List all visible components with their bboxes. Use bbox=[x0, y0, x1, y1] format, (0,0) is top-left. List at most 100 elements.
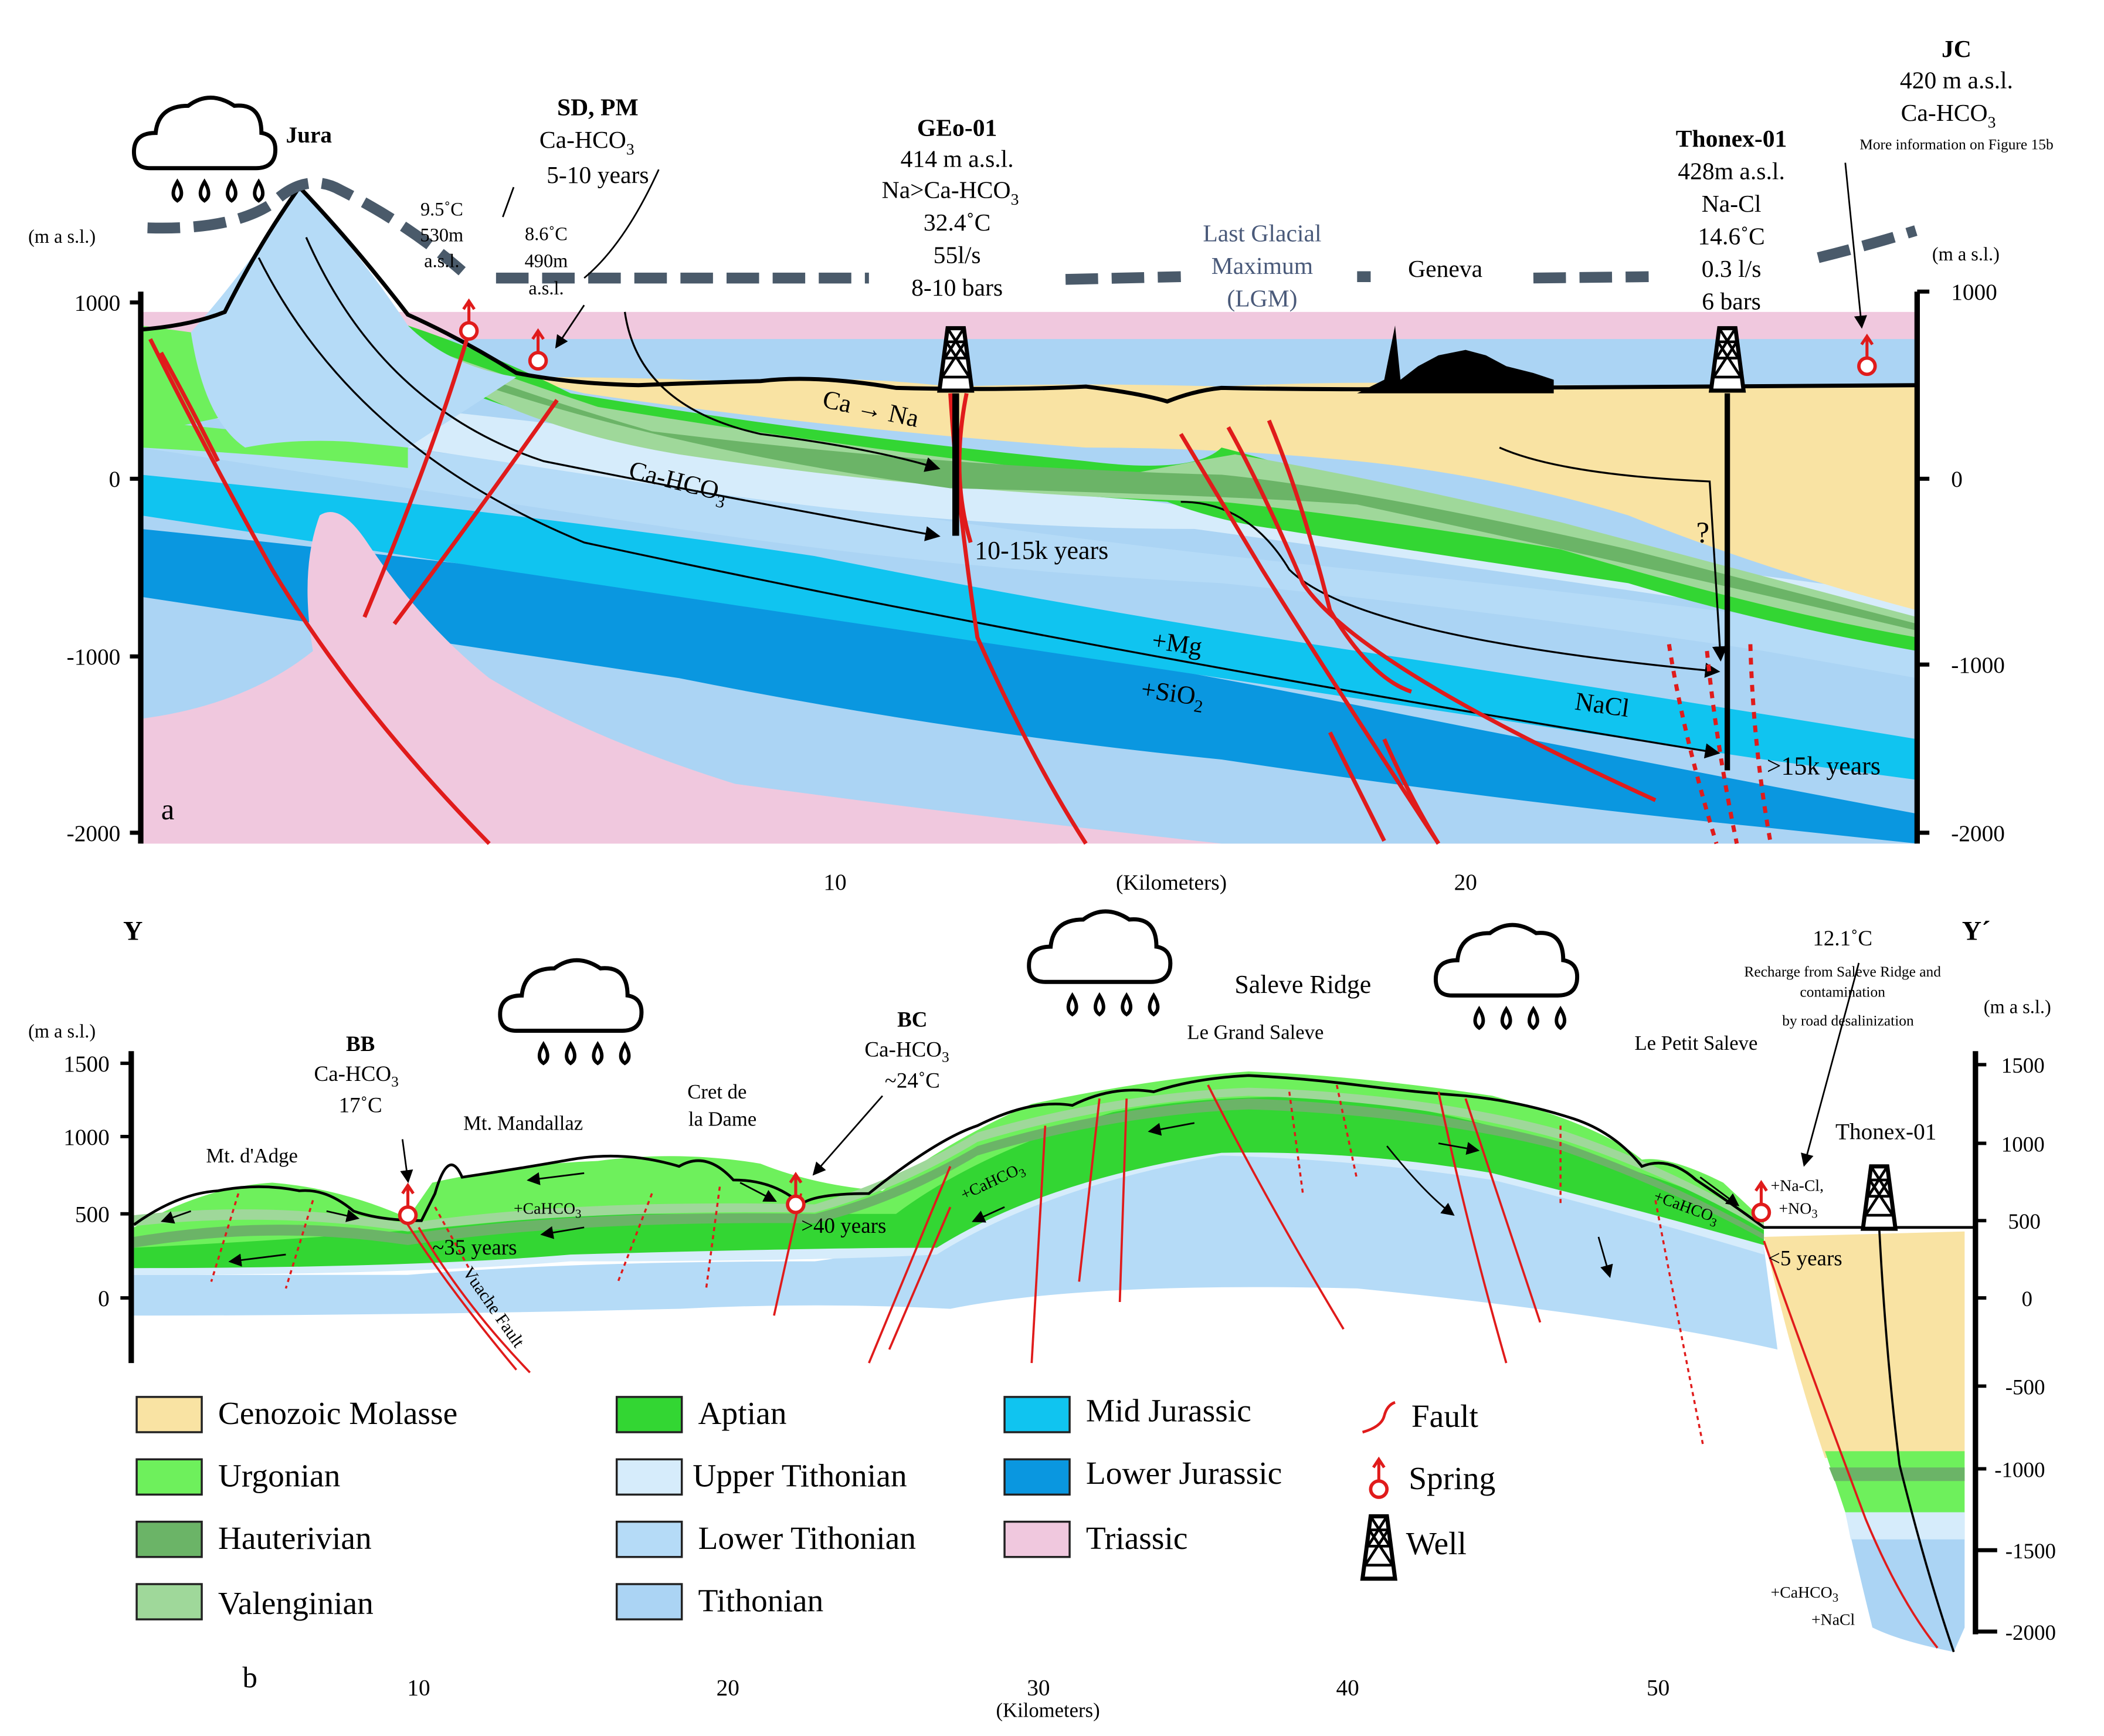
panel-a: (m a s.l.) (m a s.l.) 1000 0 -1000 -2000… bbox=[28, 36, 2054, 895]
y-right-marker: Y´ bbox=[1962, 917, 1991, 947]
geo01-flow: 55l/s bbox=[934, 242, 981, 269]
geneva-label: Geneva bbox=[1408, 256, 1482, 283]
thonex01-label-b: Thonex-01 bbox=[1835, 1119, 1936, 1145]
y-tick-left-b-0: 1500 bbox=[63, 1051, 110, 1077]
spring2-temp: 8.6˚C bbox=[525, 223, 568, 245]
svg-text:Fault: Fault bbox=[1411, 1399, 1479, 1435]
y-unit-left-a: (m a s.l.) bbox=[28, 226, 96, 247]
recharge-line-2: contamination bbox=[1800, 984, 1885, 1001]
y-tick-right-a-1: 0 bbox=[1951, 466, 1963, 492]
mg-label: +Mg bbox=[1150, 626, 1204, 661]
legend-item-hauterivian: Hauterivian bbox=[135, 1521, 372, 1558]
ca-na-label: Ca → Na bbox=[820, 385, 921, 433]
age-5-label: <5 years bbox=[1768, 1247, 1842, 1271]
svg-text:Urgonian: Urgonian bbox=[218, 1459, 341, 1494]
petit-saleve-label: Le Petit Saleve bbox=[1634, 1032, 1757, 1055]
y-tick-left-a-2: -1000 bbox=[67, 644, 121, 670]
rain-cloud-icon-b1 bbox=[500, 960, 642, 1063]
legend-item-upper-tithonian: Upper Tithonian bbox=[615, 1459, 907, 1496]
geo01-temp: 32.4˚C bbox=[924, 209, 990, 236]
y-tick-right-b-3: 0 bbox=[2021, 1287, 2032, 1311]
svg-text:Well: Well bbox=[1406, 1526, 1467, 1562]
thonex01-elev: 428m a.s.l. bbox=[1678, 158, 1785, 185]
legend-item-urgonian: Urgonian bbox=[135, 1459, 341, 1496]
jc-title: JC bbox=[1942, 36, 1971, 63]
y-tick-right-b-2: 500 bbox=[2008, 1210, 2041, 1234]
layer-urgonian-a2 bbox=[141, 420, 408, 468]
x-tick-a-10: 10 bbox=[823, 869, 846, 895]
bb-title: BB bbox=[346, 1032, 375, 1056]
layer-triassic-core bbox=[141, 511, 1059, 844]
svg-text:Triassic: Triassic bbox=[1086, 1521, 1188, 1557]
callout-spring2 bbox=[555, 304, 585, 349]
rain-cloud-icon-b2 bbox=[1029, 911, 1170, 1015]
age-15k-label: >15k years bbox=[1767, 751, 1881, 780]
bc-temp: ~24˚C bbox=[885, 1069, 940, 1093]
lgm-line bbox=[147, 177, 1918, 285]
y-tick-right-a-0: 1000 bbox=[1951, 279, 1997, 305]
layer-molasse-a bbox=[516, 377, 1918, 611]
panel-letter-a: a bbox=[161, 794, 175, 826]
y-tick-right-b-6: -1500 bbox=[2005, 1540, 2056, 1564]
lgm-label-2: Maximum bbox=[1212, 253, 1313, 280]
faults-b bbox=[404, 1084, 1939, 1649]
layer-urgonian-b2 bbox=[1825, 1451, 1965, 1513]
svg-text:Lower Jurassic: Lower Jurassic bbox=[1086, 1456, 1282, 1491]
thonex01-flow: 0.3 l/s bbox=[1702, 256, 1762, 283]
legend-item-lower-jurassic: Lower Jurassic bbox=[1003, 1456, 1282, 1496]
question-mark: ? bbox=[1696, 517, 1709, 550]
spring-icon-bb bbox=[400, 1185, 416, 1223]
flow-path-4 bbox=[1180, 501, 1720, 678]
legend: Cenozoic Molasse Urgonian Hauterivian Va… bbox=[135, 1393, 1495, 1622]
rain-cloud-icon-a bbox=[134, 98, 275, 201]
thonex01-chem: Na-Cl bbox=[1702, 191, 1762, 218]
flow-arrows-b bbox=[161, 962, 1860, 1279]
well-icon-legend bbox=[1363, 1516, 1396, 1578]
spring2-asl: a.s.l. bbox=[528, 278, 564, 299]
y-tick-left-b-3: 0 bbox=[98, 1286, 110, 1311]
legend-item-lower-tithonian: Lower Tithonian bbox=[615, 1521, 916, 1558]
layer-upper-tithonian-a bbox=[141, 379, 1918, 638]
mt-mandallaz-label: Mt. Mandallaz bbox=[463, 1111, 583, 1134]
geo01-well-icon bbox=[939, 328, 972, 391]
y-tick-right-a-3: -2000 bbox=[1951, 820, 2005, 846]
deep-nacl-label: +NaCl bbox=[1811, 1610, 1855, 1629]
legend-item-fault: Fault bbox=[1362, 1399, 1479, 1435]
saleve-ridge-label: Saleve Ridge bbox=[1234, 970, 1371, 999]
x-axis-label-a: (Kilometers) bbox=[1116, 871, 1227, 895]
layer-mid-jurassic-a bbox=[141, 474, 1918, 780]
x-tick-b-40: 40 bbox=[1336, 1675, 1359, 1701]
jc-note: More information on Figure 15b bbox=[1859, 135, 2053, 152]
grand-saleve-label: Le Grand Saleve bbox=[1187, 1020, 1324, 1043]
layer-upper-tithonian-b2 bbox=[1845, 1512, 1965, 1540]
faults-a bbox=[148, 331, 1657, 845]
y-unit-right-a: (m a s.l.) bbox=[1932, 244, 2000, 265]
y-tick-left-a-0: 1000 bbox=[74, 290, 121, 316]
layer-tithonian-b bbox=[134, 1149, 1778, 1350]
svg-text:Cenozoic Molasse: Cenozoic Molasse bbox=[218, 1396, 457, 1432]
geneva-skyline bbox=[1357, 326, 1554, 394]
y-tick-right-b-4: -500 bbox=[2005, 1375, 2045, 1399]
layer-urgonian-b bbox=[134, 1071, 1764, 1248]
legend-item-aptian: Aptian bbox=[615, 1396, 787, 1433]
thonex01-pressure: 6 bars bbox=[1702, 288, 1761, 315]
sdpm-chem: Ca-HCO3 bbox=[539, 127, 634, 159]
thonex01-temp: 14.6˚C bbox=[1698, 223, 1764, 250]
jura-fold bbox=[191, 189, 517, 448]
spring1-temp: 9.5˚C bbox=[420, 199, 463, 221]
bb-chem: Ca-HCO3 bbox=[314, 1062, 399, 1090]
flow-path-3 bbox=[623, 311, 941, 472]
y-left-marker: Y bbox=[123, 917, 142, 947]
x-tick-b-30: 30 bbox=[1027, 1675, 1050, 1701]
sdpm-title: SD, PM bbox=[557, 94, 639, 121]
callout-mark bbox=[502, 187, 515, 218]
y-tick-right-b-7: -2000 bbox=[2005, 1621, 2056, 1645]
legend-item-well: Well bbox=[1363, 1516, 1467, 1578]
svg-text:Lower Tithonian: Lower Tithonian bbox=[698, 1521, 916, 1557]
x-axis-label-b: (Kilometers) bbox=[996, 1699, 1099, 1722]
callout-sdpm bbox=[583, 169, 660, 279]
age-40-label: >40 years bbox=[801, 1214, 886, 1238]
panel-b: (m a s.l.) (m a s.l.) Y Y´ 1500 1000 500… bbox=[28, 911, 2056, 1722]
axes-b bbox=[120, 1051, 1997, 1635]
